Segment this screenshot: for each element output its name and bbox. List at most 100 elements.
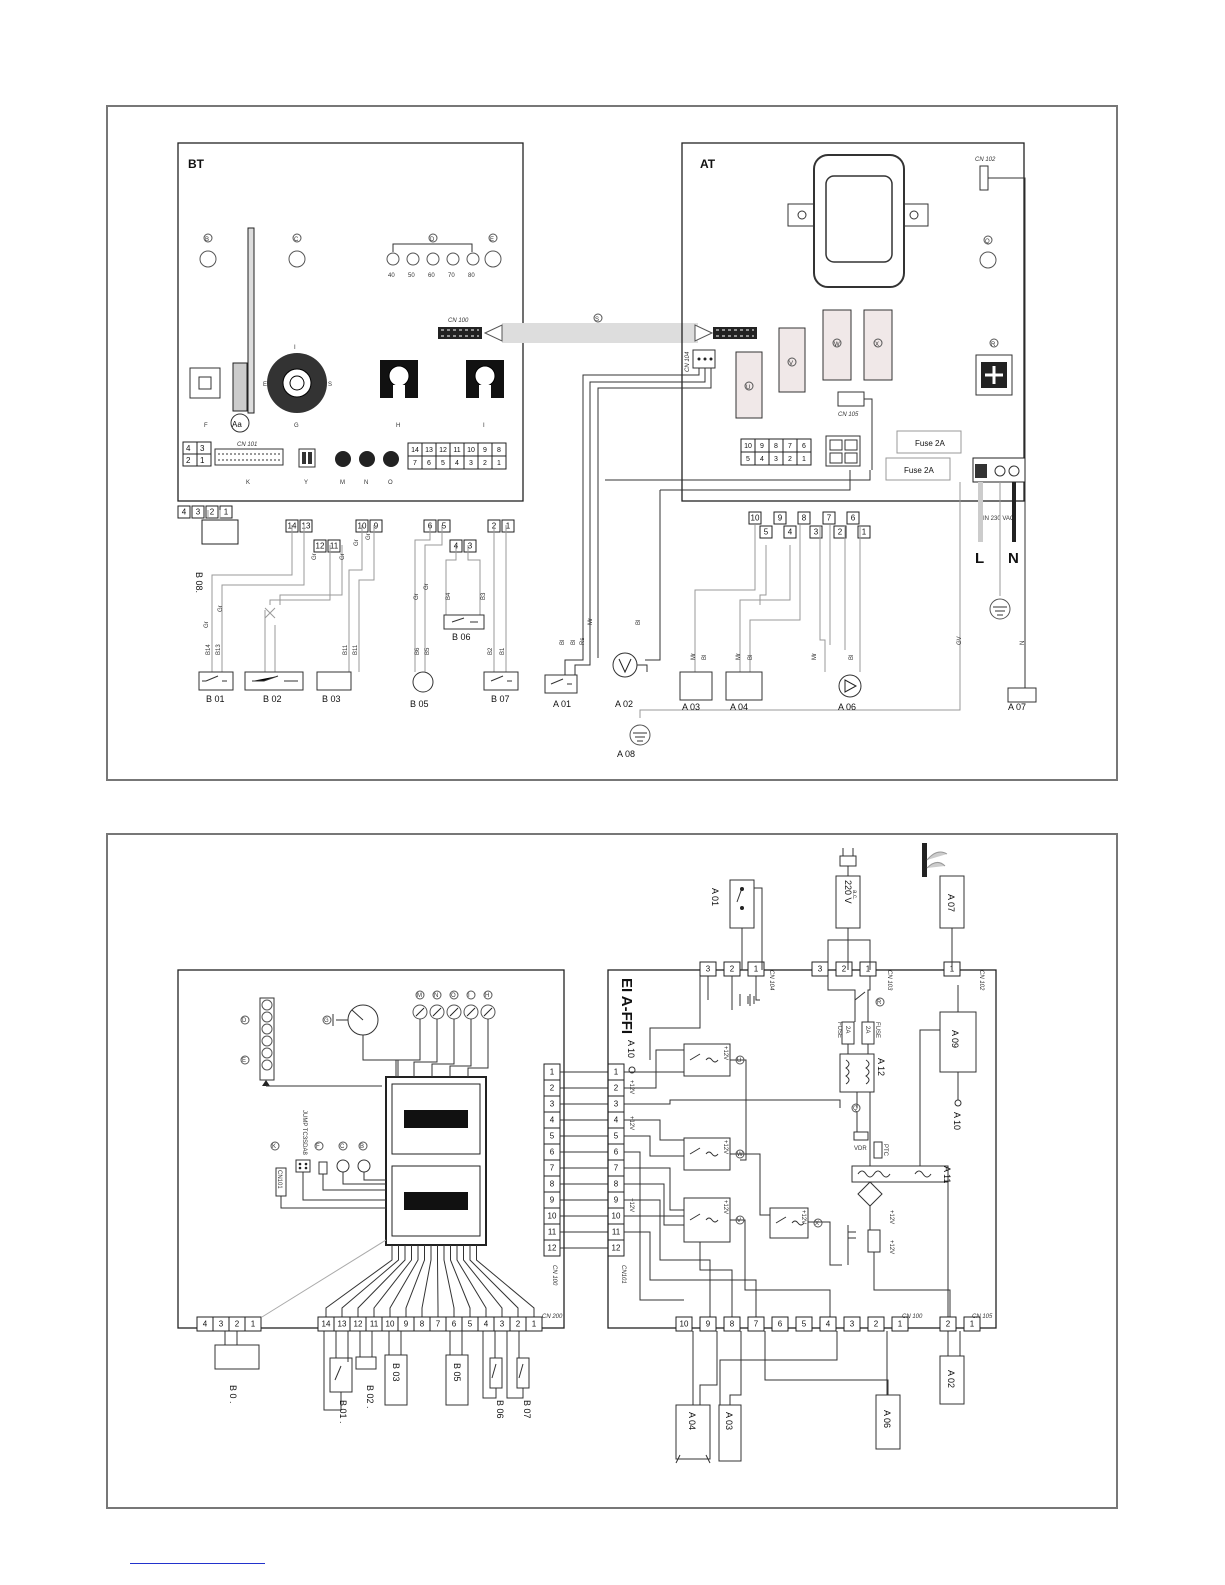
jumper-y bbox=[298, 448, 316, 468]
at10-top-pin-num: 10 bbox=[744, 443, 752, 450]
cn200-pin-num: 3 bbox=[500, 1320, 505, 1329]
fuse-b-rating: 2A bbox=[864, 1026, 870, 1033]
wire-tag: Mr bbox=[736, 653, 742, 660]
marker-x: X bbox=[875, 342, 879, 348]
cn100-pin-num: 2 bbox=[550, 1084, 555, 1093]
pot-i: I bbox=[466, 360, 504, 429]
led bbox=[261, 1023, 273, 1035]
cn100b-pin bbox=[891, 1316, 909, 1332]
a07-schem-label: A 07 bbox=[946, 894, 956, 912]
supply-voltage: +12V bbox=[888, 1210, 894, 1224]
cn101-pin-num: 5 bbox=[614, 1132, 619, 1141]
cn102-b-label: CN 102 bbox=[978, 970, 984, 991]
cn101-pin-num: 6 bbox=[614, 1148, 619, 1157]
cn200-pin-num: 7 bbox=[436, 1320, 441, 1329]
relay-v bbox=[778, 327, 806, 393]
wire-tag: B2 bbox=[488, 647, 494, 655]
live-label: L bbox=[975, 550, 984, 567]
cn100-pin-num: 5 bbox=[550, 1132, 555, 1141]
b07-label: B 07 bbox=[491, 694, 510, 704]
voltage-220-label: 220 V bbox=[843, 880, 853, 904]
led bbox=[261, 999, 273, 1011]
cn200-pin-num: 14 bbox=[322, 1320, 331, 1329]
cn100b-pin-num: 7 bbox=[754, 1320, 759, 1329]
cn100b-pin-num: 5 bbox=[802, 1320, 807, 1329]
cn100-pin-num: 11 bbox=[548, 1228, 557, 1237]
relay-u bbox=[683, 1043, 731, 1077]
bt-out-pin bbox=[501, 519, 515, 533]
indicator-q bbox=[979, 251, 997, 269]
temp-50: 50 bbox=[408, 273, 415, 279]
a06-schem-label: A 06 bbox=[882, 1410, 892, 1428]
bt-out-pin bbox=[369, 519, 383, 533]
cn102-label: CN 102 bbox=[975, 157, 996, 163]
marker-s: S bbox=[595, 317, 599, 323]
marker-e: E bbox=[242, 1058, 246, 1064]
wire-tag: Gr bbox=[312, 553, 318, 560]
marker-b: B bbox=[205, 237, 209, 243]
marker-r: R bbox=[991, 342, 996, 348]
cn100-col-label: CN 100 bbox=[551, 1265, 557, 1286]
wire-tag: B3 bbox=[481, 592, 487, 600]
cn100b-pin bbox=[867, 1316, 885, 1332]
tb14-top-pin-num: 11 bbox=[453, 447, 460, 454]
cn200-pin-num: 13 bbox=[338, 1320, 347, 1329]
relay-marker: W bbox=[737, 1152, 743, 1158]
a10-left-label: A 10 bbox=[626, 1040, 636, 1058]
b06-schematic: B 06 bbox=[482, 1331, 505, 1419]
footer-link-underline[interactable] bbox=[130, 1563, 265, 1564]
wire-tag: Gr bbox=[218, 605, 224, 612]
cn105b-label: CN 105 bbox=[972, 1314, 993, 1320]
wire-tag: Bl bbox=[636, 620, 642, 625]
cn100-pin-num: 4 bbox=[550, 1116, 555, 1125]
b0-plug bbox=[214, 1344, 260, 1370]
ac-label: a.c. bbox=[851, 890, 857, 900]
cn101-label: CN 101 bbox=[237, 442, 257, 448]
wire-tag: Gr bbox=[204, 621, 210, 628]
marker-g: G bbox=[294, 423, 299, 429]
fuse-2-label: Fuse 2A bbox=[904, 466, 934, 475]
wire-tag: B1 bbox=[500, 647, 506, 655]
indicator-b bbox=[199, 250, 217, 268]
cn100b-pin bbox=[723, 1316, 741, 1332]
cn100b-pin-num: 3 bbox=[850, 1320, 855, 1329]
cn101-header bbox=[214, 448, 284, 466]
fuse-a bbox=[841, 1021, 855, 1045]
a02-schematic: A 02 bbox=[939, 1331, 965, 1405]
marker-f: F bbox=[316, 1144, 320, 1150]
relay-marker: U bbox=[737, 1058, 741, 1064]
marker-c: C bbox=[340, 1144, 345, 1150]
at10-bottom-pin-num: 5 bbox=[746, 456, 750, 463]
voltage-label: +12V bbox=[628, 1198, 634, 1212]
at10-top-pin-num: 6 bbox=[802, 443, 806, 450]
marker-o: O bbox=[388, 480, 393, 486]
cn100-pin-num: 1 bbox=[550, 1068, 555, 1077]
at-cn-header bbox=[713, 327, 757, 339]
bt-out-pin-num: 13 bbox=[302, 522, 311, 531]
a04-schematic: A 04 bbox=[675, 1404, 711, 1464]
at-out-bottom-pin bbox=[857, 525, 871, 539]
cn100b-pin bbox=[771, 1316, 789, 1332]
marker-k: K bbox=[246, 480, 250, 486]
marker-q: Q bbox=[985, 239, 990, 245]
at-out-top-pin-num: 8 bbox=[802, 514, 807, 523]
a06-schematic: A 06 bbox=[875, 1394, 901, 1450]
a09-label: A 09 bbox=[950, 1030, 960, 1048]
a02-schem-label: A 02 bbox=[946, 1370, 956, 1388]
cn103-pin-num: 3 bbox=[818, 965, 823, 974]
fgrid-1: 1 bbox=[200, 456, 205, 465]
cn100b-pin-num: 2 bbox=[874, 1320, 879, 1329]
a06-pump: A 06 bbox=[838, 674, 862, 712]
a01-switch: A 01 bbox=[544, 674, 578, 709]
wire-tag: Mr bbox=[588, 618, 594, 625]
tb14-top-pin-num: 13 bbox=[425, 447, 433, 454]
marker-d: D bbox=[430, 237, 435, 243]
tb14-bottom-pin-num: 1 bbox=[497, 460, 501, 467]
wire-tag: Bl bbox=[849, 655, 855, 660]
marker-y: Y bbox=[304, 480, 308, 486]
relay-w bbox=[683, 1137, 731, 1171]
